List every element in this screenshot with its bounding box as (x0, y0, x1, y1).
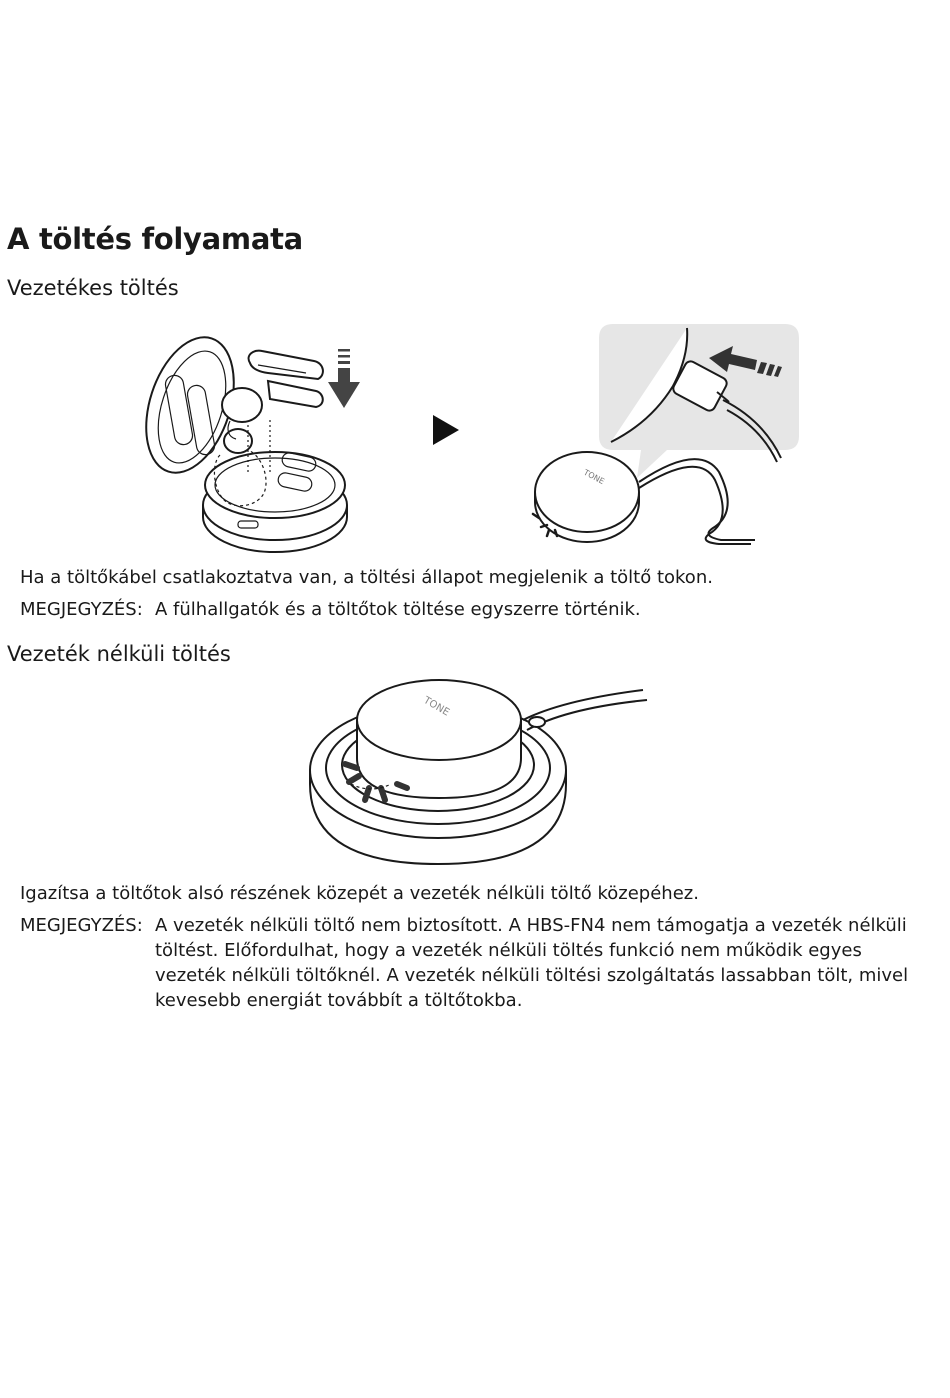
page-title: A töltés folyamata (7, 222, 303, 256)
wireless-description: Igazítsa a töltőtok alsó részének közepé… (20, 883, 699, 904)
wireless-note-label: MEGJEGYZÉS: (20, 915, 143, 936)
wireless-note-text: A vezeték nélküli töltő nem biztosított.… (155, 915, 909, 1011)
wired-note-text: A fülhallgatók és a töltőtok töltése egy… (155, 599, 641, 620)
wired-description: Ha a töltőkábel csatlakoztatva van, a tö… (20, 567, 713, 588)
next-step-arrow-icon (433, 415, 459, 445)
earbuds-into-case-illustration (145, 336, 360, 553)
wireless-pad-illustration: TONE (309, 679, 648, 866)
cable-charging-illustration: TONE (531, 324, 799, 545)
section-heading-wired: Vezetékes töltés (7, 276, 179, 300)
section-heading-wireless: Vezeték nélküli töltés (7, 642, 231, 666)
wired-note-label: MEGJEGYZÉS: (20, 599, 143, 620)
